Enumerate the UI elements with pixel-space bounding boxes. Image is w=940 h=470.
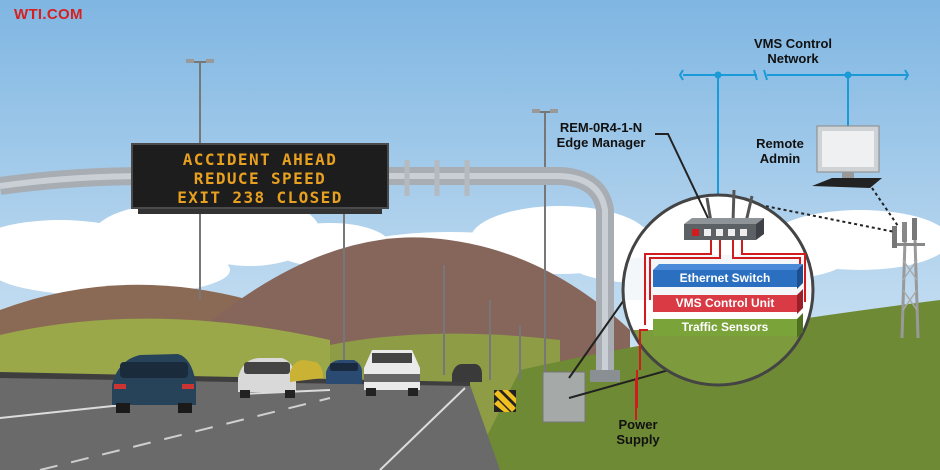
- remote-admin-line-1: Remote: [756, 136, 804, 151]
- gantry-base: [590, 370, 620, 382]
- vms-unit-side: [797, 289, 803, 314]
- brand-logo: WTI.COM: [14, 6, 83, 23]
- wireless-link: [759, 204, 896, 233]
- keyboard-icon: [812, 178, 882, 188]
- detail-circle-border: [621, 193, 815, 387]
- light-poles: [190, 61, 555, 380]
- network-label: VMS Control Network: [738, 36, 848, 66]
- sign-bracket: [138, 209, 382, 214]
- variable-message-sign: ACCIDENT AHEAD REDUCE SPEED EXIT 238 CLO…: [131, 143, 389, 209]
- cell-tower-icon: [892, 218, 925, 339]
- computer-monitor-icon: [816, 125, 880, 178]
- sign-line-1: ACCIDENT AHEAD: [182, 150, 338, 169]
- ethernet-switch-top: [653, 264, 803, 270]
- remote-admin-label: Remote Admin: [748, 136, 812, 166]
- pole-lamps: [186, 59, 558, 113]
- ethernet-switch-box: Ethernet Switch: [653, 270, 797, 287]
- device-label-line-1: REM-0R4-1-N: [559, 120, 643, 135]
- router-icon: [684, 189, 764, 240]
- network-node: [714, 71, 722, 79]
- wireless-link: [871, 187, 899, 227]
- sign-line-3: EXIT 238 CLOSED: [177, 188, 343, 207]
- pickup-truck-icon: [364, 350, 420, 396]
- power-supply-label: Power Supply: [606, 417, 670, 447]
- car-icon: [238, 358, 296, 398]
- power-supply-line-1: Power: [618, 417, 658, 432]
- network-label-line-1: VMS Control: [754, 36, 832, 51]
- car-icon: [112, 354, 196, 413]
- car-icon: [326, 360, 362, 384]
- sensors-side: [797, 313, 803, 338]
- gantry-brackets: [404, 160, 470, 196]
- car-icon: [452, 364, 482, 382]
- device-leader-line: [655, 133, 709, 219]
- sign-line-2: REDUCE SPEED: [193, 169, 327, 188]
- power-supply-line-2: Supply: [616, 432, 660, 447]
- road-edge-line: [379, 387, 466, 470]
- vms-control-unit-box: VMS Control Unit: [653, 295, 797, 312]
- network-node: [844, 71, 852, 79]
- traffic-sensors-box: Traffic Sensors: [653, 319, 797, 336]
- hazard-marker-icon: [494, 390, 516, 412]
- lane-marking-dashed: [39, 397, 331, 470]
- car-icon: [290, 360, 323, 382]
- network-label-line-2: Network: [767, 51, 819, 66]
- remote-admin-line-2: Admin: [759, 151, 801, 166]
- device-label-line-2: Edge Manager: [556, 135, 646, 150]
- control-cabinet: [542, 371, 586, 423]
- device-label: REM-0R4-1-N Edge Manager: [546, 120, 656, 150]
- ethernet-switch-side: [797, 264, 803, 289]
